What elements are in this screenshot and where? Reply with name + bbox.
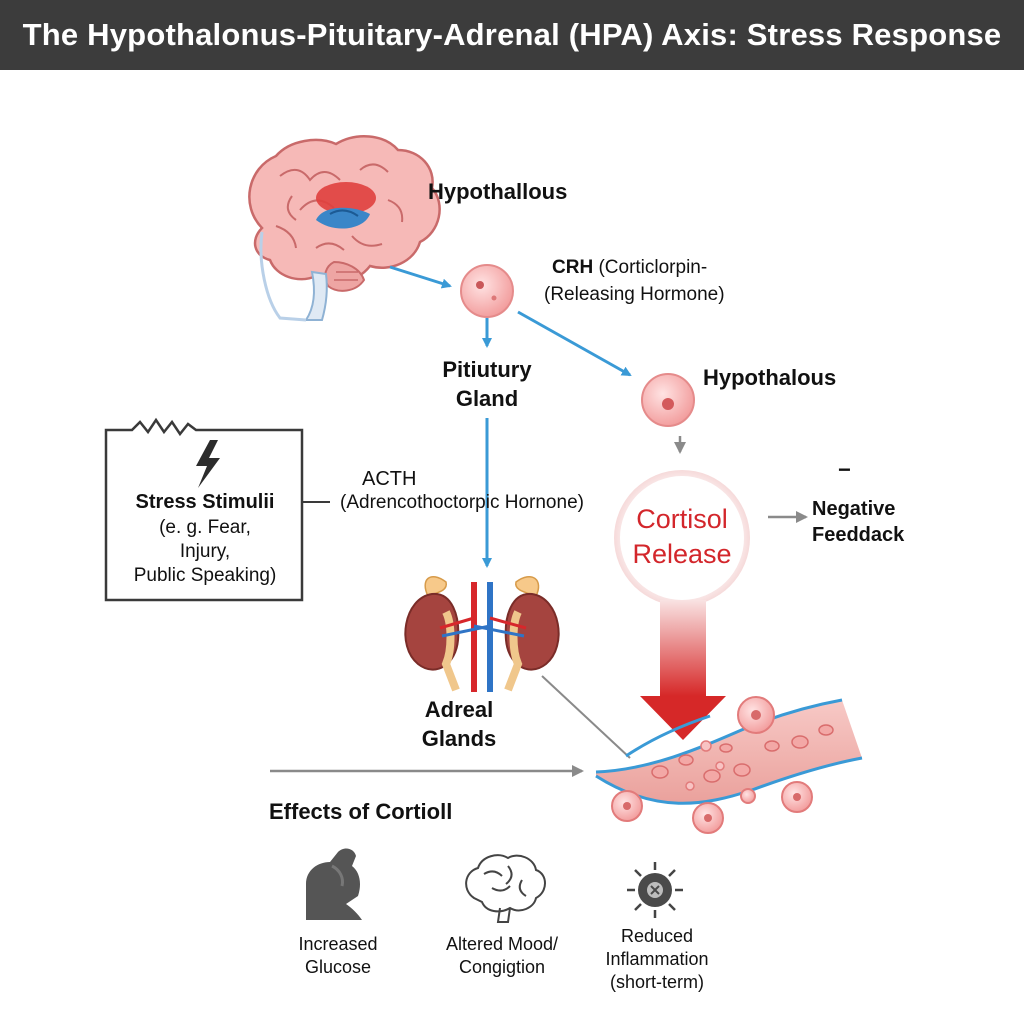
flexed-arm-icon (306, 848, 362, 920)
minus-sign: − (838, 457, 851, 482)
acth-title: ACTH (362, 468, 417, 490)
crh-abbrev: CRH (552, 257, 594, 278)
lightning-icon (196, 440, 220, 488)
brain-outline-icon (465, 854, 546, 923)
effect-line2: Glucose (304, 957, 372, 978)
page-title: The Hypothalonus-Pituitary-Adrenal (HPA)… (22, 17, 1002, 52)
arrow-brain-to-cell (389, 265, 452, 289)
cortisol-line1: Cortisol (636, 504, 728, 534)
cortisol-line2: Release (632, 539, 732, 570)
adrenal-line2: Glands (421, 725, 497, 751)
pituitary-gland-label: Pitiutury Gland (432, 356, 542, 413)
adrenal-glands-illustration (404, 576, 560, 692)
effect-line1: Altered Mood/ (445, 934, 559, 954)
effect-line1: Increased (298, 934, 378, 954)
crh-line2: (Releasing Hormone) (544, 283, 725, 305)
cortisol-arrow (640, 600, 726, 740)
stress-stimuli-text: Stress Stimulii (e. g. Fear, Injury, Pub… (110, 490, 300, 589)
negative-feedback-label: Negative Feeddack (812, 496, 904, 548)
stress-box-frame (104, 417, 304, 602)
pituitary-line1: Pitiutury (442, 357, 532, 382)
stress-line3: Injury, (179, 540, 231, 562)
stress-line2: (e. g. Fear, (159, 516, 251, 538)
pituitary-line2: Gland (455, 385, 519, 411)
connector-adrenal-to-vessel (541, 675, 631, 759)
arrow-cell-to-hypothalamus (517, 310, 632, 377)
crh-line1-rest: (Corticlorpin- (593, 257, 708, 278)
adrenal-glands-label: Adreal Glands (404, 696, 514, 753)
adrenal-line1: Adreal (424, 697, 494, 722)
crh-label: CRH (Corticlorpin- (Releasing Hormone) (544, 255, 725, 308)
effect-item-mood: Altered Mood/ Congigtion (420, 933, 584, 980)
negative-line2: Feeddack (812, 524, 905, 546)
effect-line2: Inflammation (605, 949, 709, 970)
crh-cell (460, 264, 514, 318)
cortisol-release-label: Cortisol Release (612, 502, 752, 572)
stress-line1: Stress Stimulii (135, 491, 275, 513)
stress-line4: Public Speaking) (133, 565, 277, 587)
blood-vessel (595, 698, 863, 805)
hypothalamus-right-label: Hypothalous (703, 365, 837, 390)
effect-line2: Congigtion (458, 957, 546, 978)
effect-line1: Reduced (620, 926, 694, 946)
effect-line3: (short-term) (610, 972, 704, 993)
brain-illustration (248, 135, 441, 322)
acth-full-label: (Adrencothoctorpic Hornone) (340, 492, 584, 513)
negative-line1: Negative (812, 498, 896, 520)
effect-item-inflammation: Reduced Inflammation (short-term) (590, 925, 724, 994)
immune-cell-icon (627, 862, 683, 918)
effects-heading: Effects of Cortioll (269, 799, 453, 824)
hypothalamus-cell (641, 373, 695, 427)
title-bar: The Hypothalonus-Pituitary-Adrenal (HPA)… (0, 0, 1024, 70)
effect-item-glucose: Increased Glucose (266, 933, 410, 980)
hypothalamus-top-label: Hypothallous (428, 179, 568, 204)
